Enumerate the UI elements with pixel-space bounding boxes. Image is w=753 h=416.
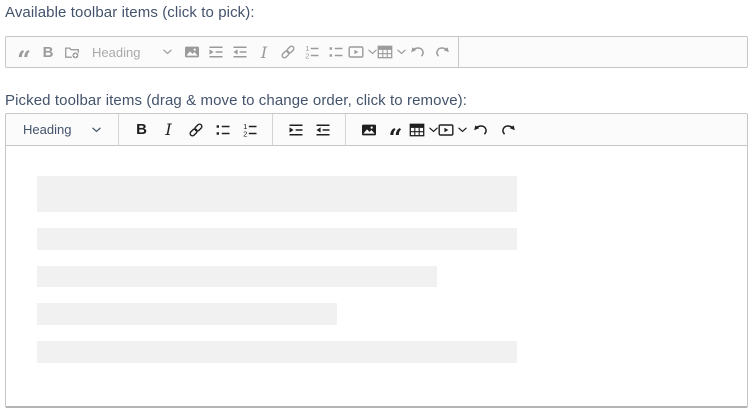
available-item-indent[interactable] [204,39,228,65]
available-item-image[interactable] [180,39,204,65]
bulleted-list-icon [328,44,344,60]
picked-item-indent[interactable] [282,117,309,143]
link-icon [280,44,296,60]
redo-icon [434,44,450,60]
folder-plus-icon [64,44,80,60]
content-placeholder-bar [37,228,517,250]
indent-icon [288,122,304,138]
picked-item-block-quote[interactable]: “ [382,117,409,149]
picked-item-image[interactable] [355,117,382,143]
indent-icon [208,44,224,60]
chevron-down-icon [163,49,172,55]
bold-icon: B [42,43,54,61]
outdent-icon [315,122,331,138]
chevron-down-icon [458,127,467,133]
media-icon [438,122,454,138]
picked-item-bulleted-list[interactable] [209,117,236,143]
available-item-outdent[interactable] [228,39,252,65]
italic-icon: I [165,120,172,139]
heading-dropdown-label: Heading [92,44,141,60]
editor-content [6,146,747,406]
picked-item-undo[interactable] [467,117,494,143]
bulleted-list-icon [215,122,231,138]
picked-item-bold[interactable]: B [128,117,155,143]
available-item-bulleted-list[interactable] [324,39,348,65]
picked-toolbar: Heading B I [6,114,747,149]
toolbar-group-heading: Heading [6,114,118,145]
chevron-down-icon [92,127,101,133]
italic-icon: I [260,42,268,62]
picked-item-media-embed[interactable] [438,117,467,143]
available-item-media-embed[interactable] [348,39,377,65]
undo-icon [410,44,426,60]
toolbar-group-indent [272,114,345,145]
image-icon [184,44,200,60]
picked-item-outdent[interactable] [309,117,336,143]
chevron-down-icon [429,127,438,133]
toolbar-group-insert: “ [345,114,530,149]
picked-item-link[interactable] [182,117,209,143]
available-item-insert-file[interactable] [60,39,84,65]
content-placeholder-bar [37,266,437,287]
picked-items-label: Picked toolbar items (drag & move to cha… [5,92,467,109]
editor-preview: Heading B I [5,113,748,408]
bold-icon: B [136,121,147,138]
available-item-undo[interactable] [406,39,430,65]
table-icon [377,44,393,60]
image-icon [361,122,377,138]
heading-dropdown-label: Heading [23,122,72,137]
available-item-heading-dropdown[interactable]: Heading [84,39,180,65]
available-item-link[interactable] [276,39,300,65]
numbered-list-icon [242,122,258,138]
chevron-down-icon [368,49,377,55]
toolbar-divider [458,37,459,67]
available-item-insert-table[interactable] [377,39,406,65]
media-icon [348,44,364,60]
toolbar-group-basic-styles: B I [118,114,272,145]
available-items-label: Available toolbar items (click to pick): [5,4,255,21]
picked-item-italic[interactable]: I [155,117,182,143]
available-toolbar: “ B Heading I [5,36,748,72]
picked-item-insert-table[interactable] [409,117,438,143]
redo-icon [500,122,516,138]
picked-item-numbered-list[interactable] [236,117,263,143]
content-placeholder-bar [37,341,517,363]
content-placeholder-bar [37,176,517,212]
link-icon [188,122,204,138]
content-placeholder-bar [37,303,337,325]
picked-item-redo[interactable] [494,117,521,143]
numbered-list-icon [304,44,320,60]
chevron-down-icon [397,49,406,55]
available-item-italic[interactable]: I [252,39,276,65]
available-item-redo[interactable] [430,39,454,65]
undo-icon [473,122,489,138]
available-item-numbered-list[interactable] [300,39,324,65]
available-item-block-quote[interactable]: “ [12,39,36,72]
picked-item-heading-dropdown[interactable]: Heading [15,117,109,143]
available-item-bold[interactable]: B [36,39,60,65]
outdent-icon [232,44,248,60]
table-icon [409,122,425,138]
